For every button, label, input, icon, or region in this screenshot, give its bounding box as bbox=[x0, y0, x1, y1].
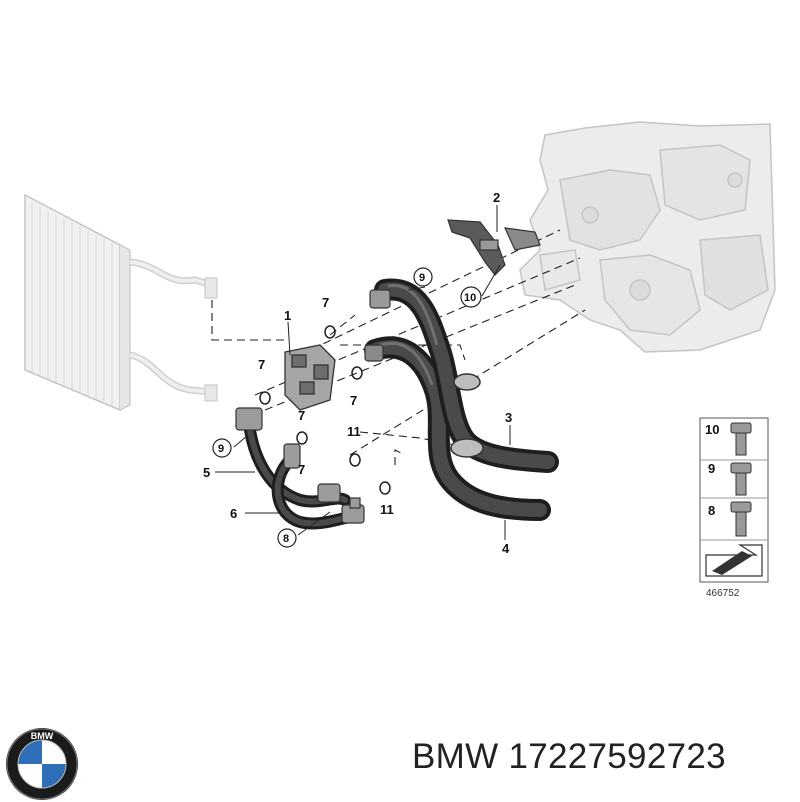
callout-9-a: 9 bbox=[218, 443, 224, 455]
transmission-housing bbox=[519, 121, 776, 353]
logo-lettering: BMW bbox=[31, 731, 54, 741]
callout-7-d: 7 bbox=[298, 408, 305, 423]
callout-11-a: 11 bbox=[347, 424, 361, 439]
legend-number-9: 9 bbox=[708, 461, 715, 476]
callout-8: 8 bbox=[283, 533, 289, 545]
bolt-icon bbox=[730, 422, 752, 456]
callout-1: 1 bbox=[284, 308, 291, 323]
legend-number-8: 8 bbox=[708, 503, 715, 518]
hose-fittings bbox=[235, 407, 365, 524]
callout-7-e: 7 bbox=[298, 462, 305, 477]
o-rings bbox=[259, 325, 391, 495]
callout-2: 2 bbox=[493, 190, 500, 205]
diagram-reference-number: 466752 bbox=[706, 588, 740, 599]
callout-7-c: 7 bbox=[258, 357, 265, 372]
callouts: 1 2 3 4 5 6 7 7 7 7 7 11 11 8 9 9 10 bbox=[203, 190, 512, 556]
legend-number-10: 10 bbox=[705, 422, 719, 437]
part-1-block bbox=[284, 344, 336, 411]
callout-9-b: 9 bbox=[419, 272, 425, 284]
callout-3: 3 bbox=[505, 410, 512, 425]
callout-11-b: 11 bbox=[380, 502, 394, 517]
bolt-icon bbox=[730, 501, 752, 537]
callout-5: 5 bbox=[203, 465, 210, 480]
callout-10: 10 bbox=[464, 292, 476, 304]
hose-3 bbox=[364, 278, 559, 473]
callout-6: 6 bbox=[230, 506, 237, 521]
oil-cooler bbox=[24, 193, 218, 412]
callout-4: 4 bbox=[502, 541, 510, 556]
fastener-legend: 10 9 8 466752 bbox=[699, 417, 769, 599]
bmw-logo: BMW bbox=[6, 728, 78, 800]
bolt-icon bbox=[730, 462, 752, 496]
bracket-2 bbox=[447, 219, 541, 276]
part-number-caption: BMW 17227592723 bbox=[412, 737, 726, 776]
leader-lines bbox=[215, 205, 511, 540]
hose-6 bbox=[271, 454, 361, 530]
hose-4 bbox=[364, 336, 551, 521]
wedge-symbol-icon bbox=[705, 544, 763, 577]
callout-7-b: 7 bbox=[350, 393, 357, 408]
callout-7-a: 7 bbox=[322, 295, 329, 310]
